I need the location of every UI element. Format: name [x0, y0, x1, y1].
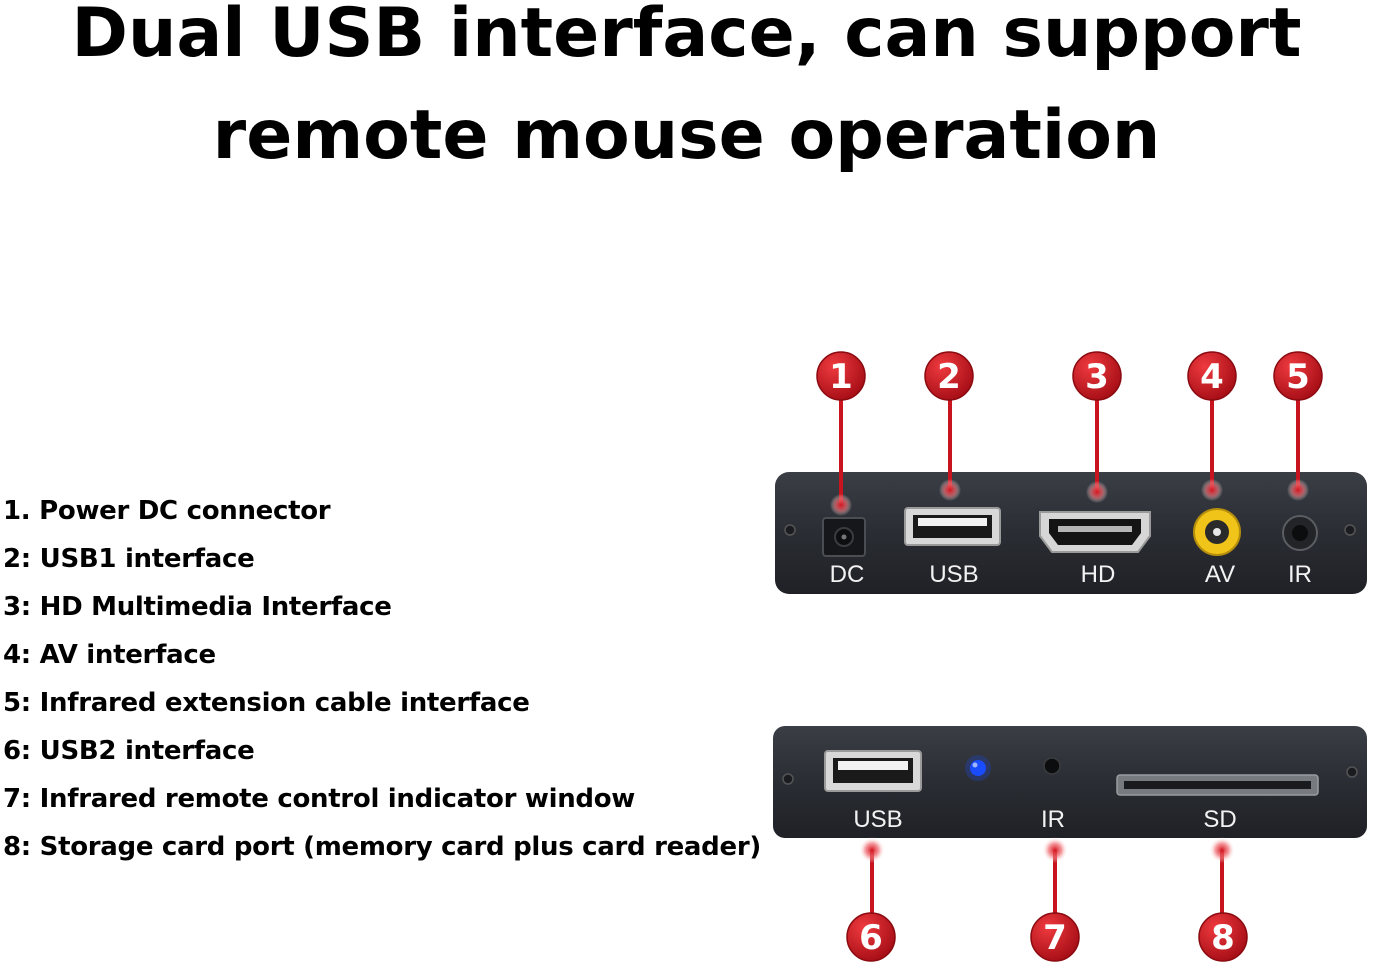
usb2-port-icon — [824, 750, 922, 792]
callout-badge-4: 4 — [1187, 351, 1237, 401]
hdmi-port-icon — [1039, 511, 1151, 553]
front-label-sd: SD — [1203, 806, 1236, 833]
ir-jack-icon — [1282, 515, 1318, 551]
usb1-port-icon — [904, 507, 1001, 546]
screw-icon — [782, 773, 794, 785]
screw-icon — [1344, 524, 1356, 536]
front-label-ir: IR — [1041, 806, 1065, 833]
rear-label-hd: HD — [1081, 561, 1116, 588]
led-indicator-icon — [965, 755, 991, 781]
legend-item: 5: Infrared extension cable interface — [3, 688, 530, 718]
legend-item: 1. Power DC connector — [3, 496, 331, 526]
dc-jack-icon — [822, 517, 866, 557]
callout-badge-1: 1 — [816, 351, 866, 401]
badge-number: 7 — [1043, 918, 1067, 958]
screw-icon — [1346, 766, 1358, 778]
front-panel: USB IR SD — [773, 726, 1367, 838]
callout-lines — [839, 400, 1300, 915]
rear-panel: DC USB HD AV IR — [775, 472, 1367, 594]
badge-number: 2 — [937, 357, 961, 397]
headline-line-1: Dual USB interface, can support — [71, 0, 1302, 73]
callout-endpoints — [830, 479, 1309, 863]
rear-label-usb: USB — [929, 561, 978, 588]
badge-number: 6 — [859, 918, 883, 958]
callout-badge-3: 3 — [1072, 351, 1122, 401]
callout-badge-5: 5 — [1273, 351, 1323, 401]
ir-window-icon — [1043, 757, 1061, 775]
av-jack-icon — [1193, 508, 1241, 556]
badge-number: 1 — [829, 357, 853, 397]
screw-icon — [784, 524, 796, 536]
sd-slot-icon — [1116, 774, 1319, 796]
legend-item: 4: AV interface — [3, 640, 216, 670]
rear-label-dc: DC — [830, 561, 865, 588]
badge-number: 5 — [1286, 357, 1310, 397]
callout-badge-2: 2 — [924, 351, 974, 401]
legend-item: 7: Infrared remote control indicator win… — [3, 784, 636, 814]
port-legend: 1. Power DC connector 2: USB1 interface … — [3, 492, 761, 876]
legend-item: 8: Storage card port (memory card plus c… — [3, 832, 761, 862]
badge-number: 4 — [1200, 357, 1224, 397]
legend-item: 2: USB1 interface — [3, 544, 255, 574]
callout-badge-8: 8 — [1198, 912, 1248, 962]
callout-badge-7: 7 — [1030, 912, 1080, 962]
legend-item: 6: USB2 interface — [3, 736, 255, 766]
rear-label-av: AV — [1205, 561, 1235, 588]
headline-line-2: remote mouse operation — [212, 96, 1161, 175]
legend-item: 3: HD Multimedia Interface — [3, 592, 392, 622]
front-label-usb: USB — [853, 806, 902, 833]
badge-number: 8 — [1211, 918, 1235, 958]
callout-badge-6: 6 — [846, 912, 896, 962]
badge-number: 3 — [1085, 357, 1109, 397]
rear-label-ir: IR — [1288, 561, 1312, 588]
